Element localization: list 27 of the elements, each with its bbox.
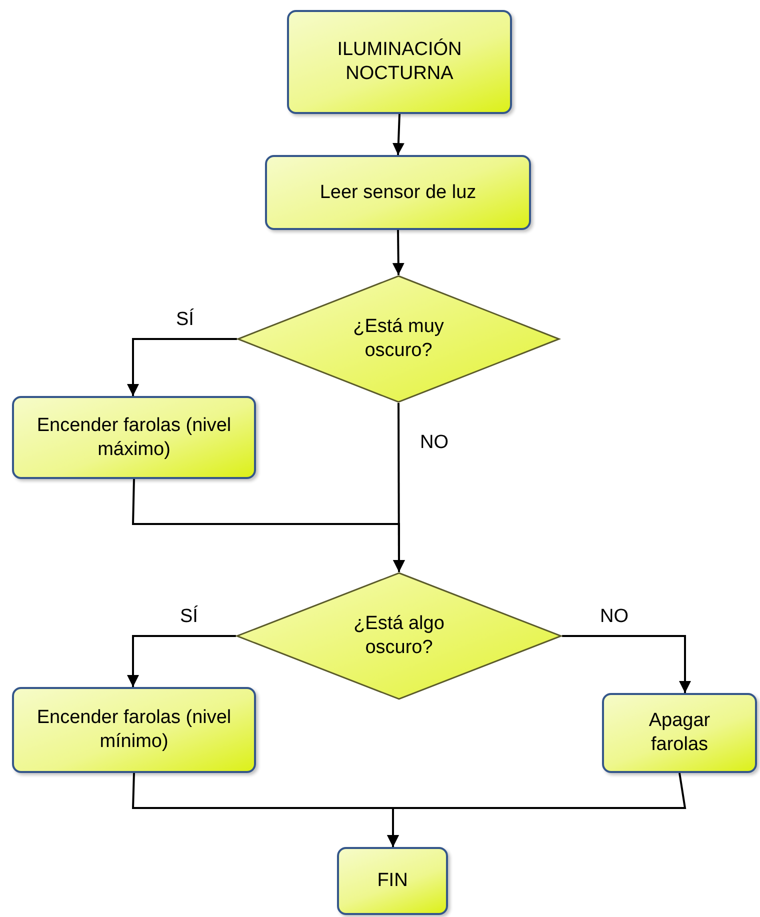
decision-text: ¿Está algo oscuro?	[352, 612, 446, 660]
decision-diamond	[236, 572, 562, 700]
box-text: FIN	[377, 869, 408, 893]
process-box	[265, 155, 531, 230]
arrow	[127, 635, 236, 687]
process-box	[602, 693, 757, 773]
edge-label: NO	[420, 432, 448, 454]
arrow	[562, 635, 691, 693]
process-box	[337, 847, 448, 915]
process-box	[287, 10, 512, 114]
arrow	[387, 772, 686, 847]
decision-diamond	[237, 275, 560, 403]
process-box	[12, 396, 256, 479]
edge-label: SÍ	[176, 309, 194, 331]
process-box	[12, 687, 256, 773]
box-text: Encender farolas (nivel máximo)	[36, 414, 232, 462]
box-text: Encender farolas (nivel mínimo)	[36, 706, 232, 754]
box-text: ILUMINACIÓN NOCTURNA	[336, 38, 463, 86]
arrow	[127, 338, 237, 396]
decision-text: ¿Está muy oscuro?	[352, 315, 445, 363]
box-text: Leer sensor de luz	[320, 180, 476, 204]
arrow	[132, 478, 405, 572]
edge-label: SÍ	[180, 606, 198, 628]
edge-label: NO	[600, 606, 628, 628]
arrow	[392, 230, 404, 276]
box-text: Apagar farolas	[648, 709, 712, 757]
arrow	[392, 114, 404, 156]
